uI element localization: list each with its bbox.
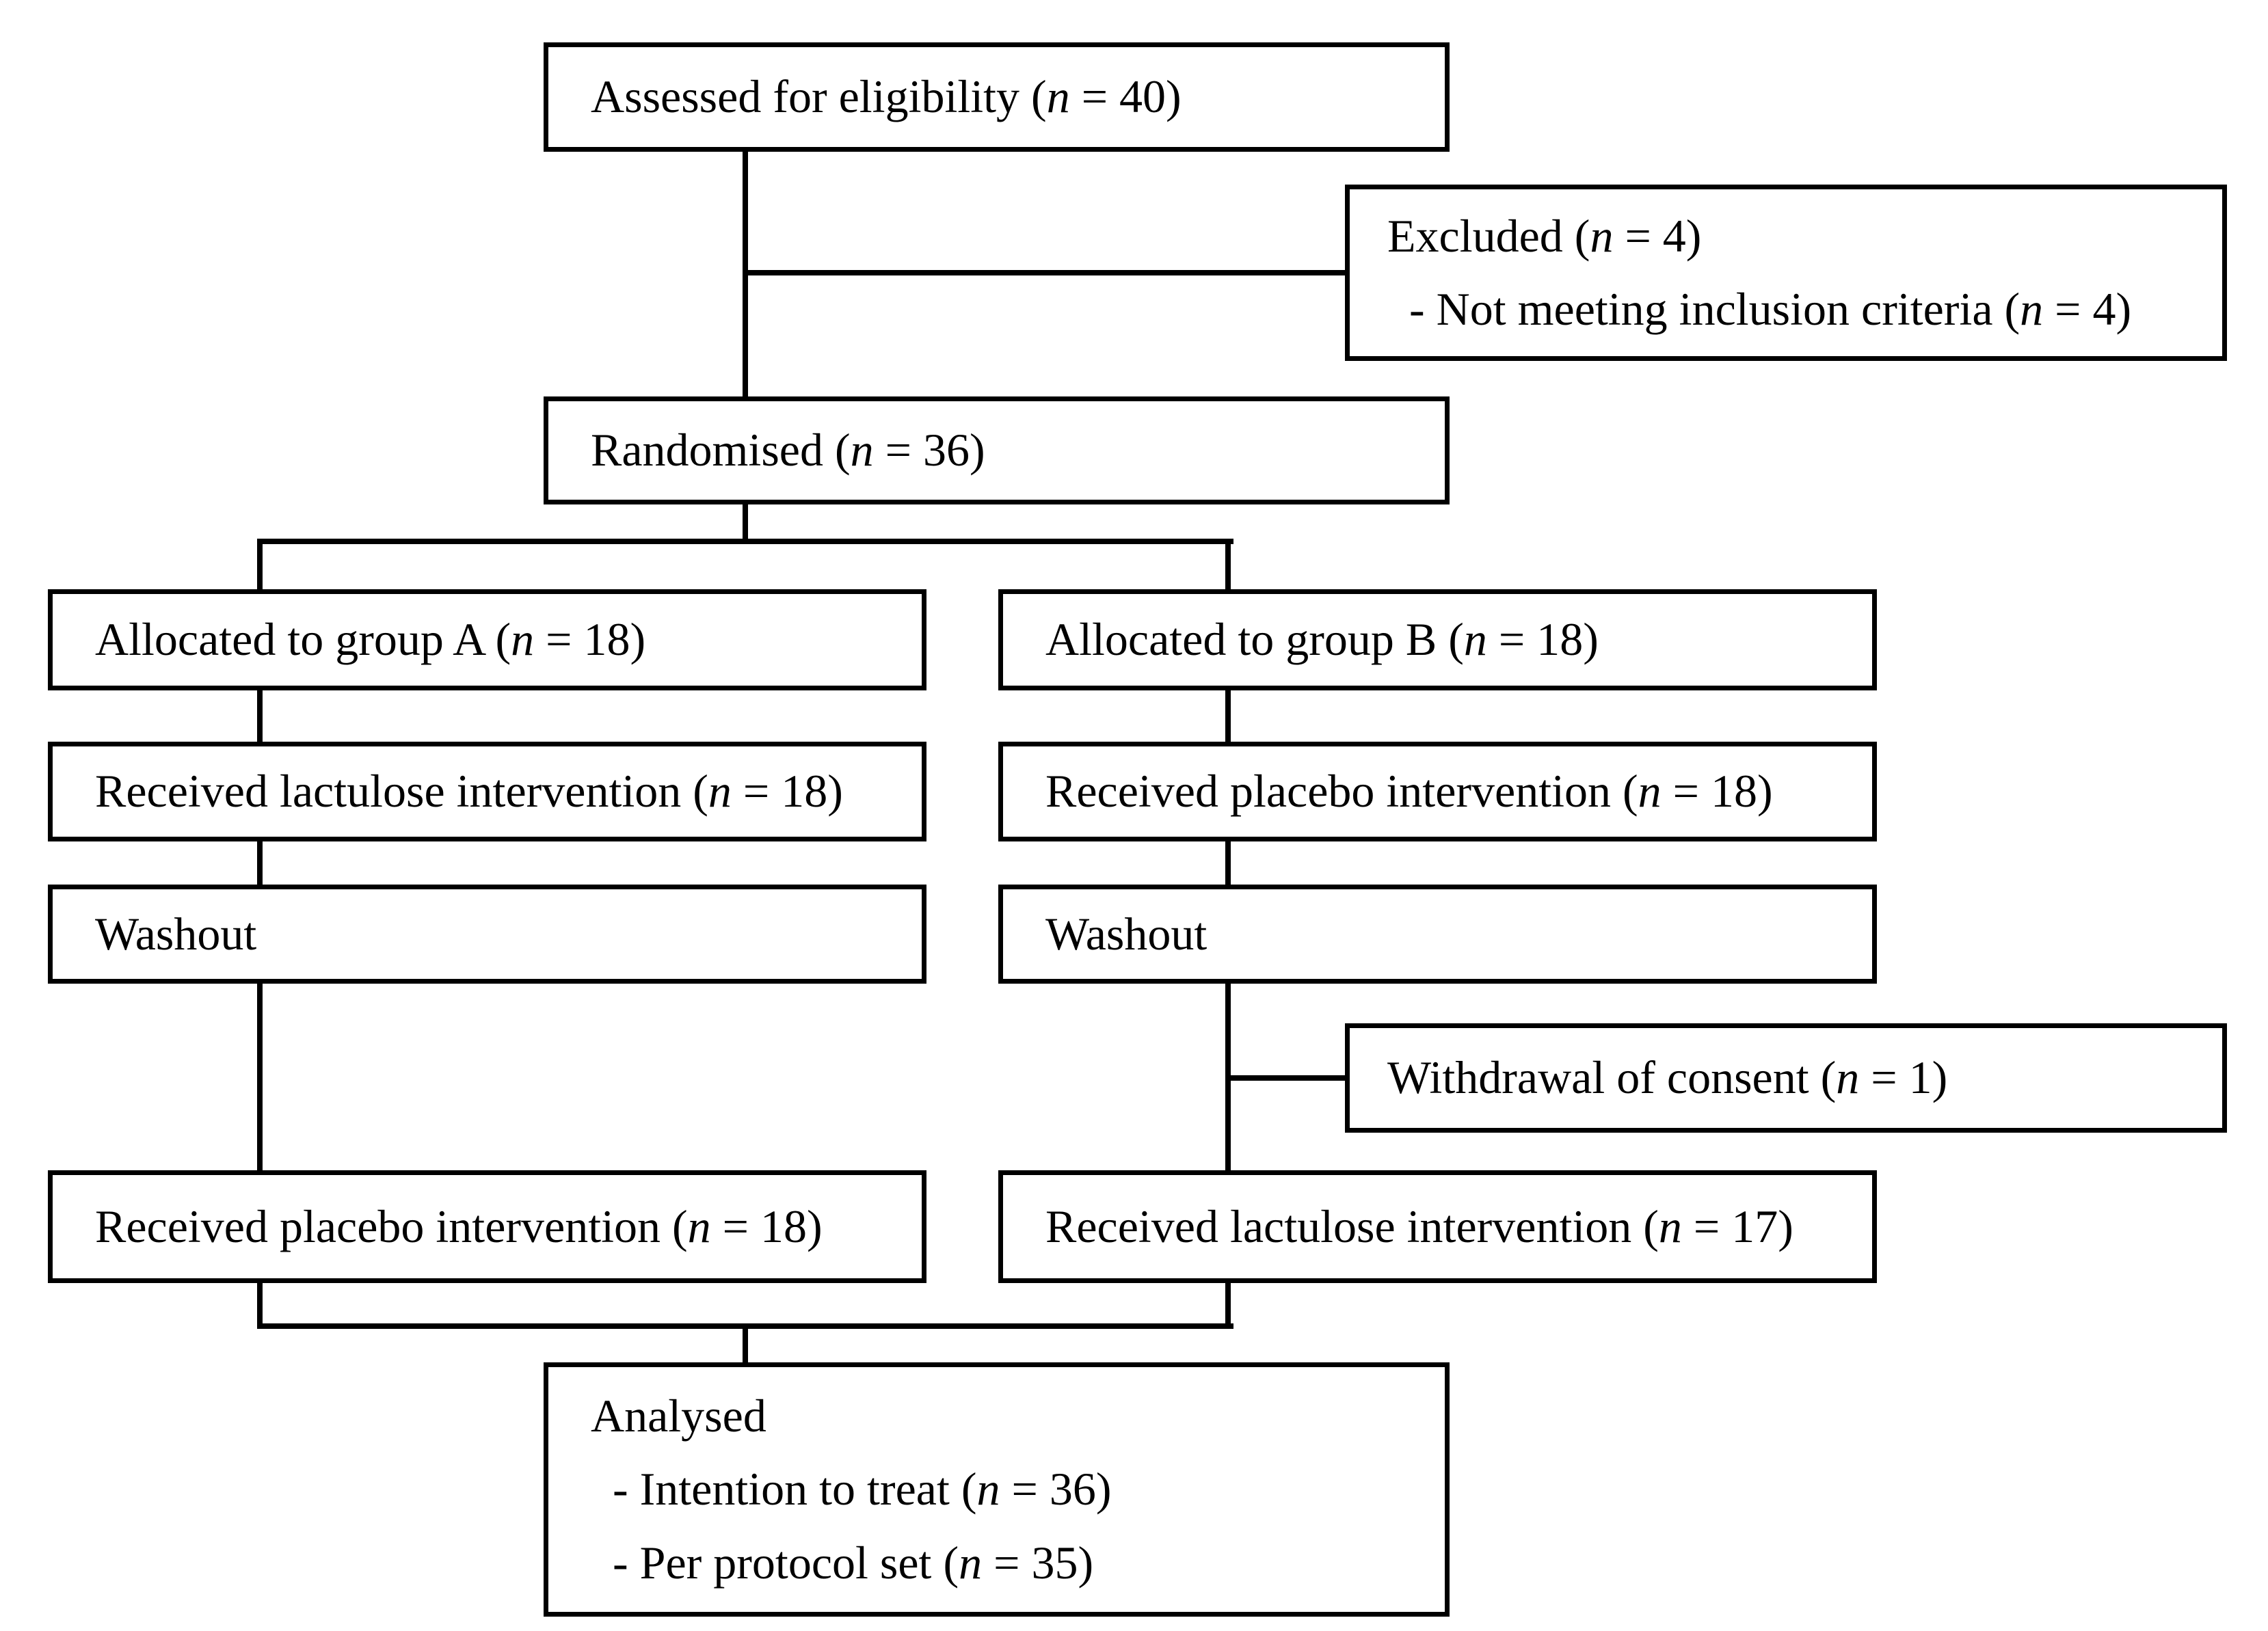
- connector-allocation-branch: [257, 539, 1233, 544]
- washout-b-label: Washout: [1045, 907, 1208, 960]
- connector-branch-to-group-b: [1225, 540, 1231, 592]
- connector-group-b-to-merge: [1225, 1280, 1231, 1329]
- connector-branch-to-group-a: [257, 540, 263, 592]
- received-placebo-a-label: Received placebo intervention (n = 18): [95, 1200, 823, 1252]
- box-excluded: Excluded (n = 4) - Not meeting inclusion…: [1345, 185, 2227, 361]
- washout-a-label: Washout: [95, 907, 257, 960]
- box-received-lactulose-group-a: Received lactulose intervention (n = 18): [48, 742, 926, 841]
- box-randomised: Randomised (n = 36): [544, 396, 1450, 504]
- box-assessed-for-eligibility: Assessed for eligibility (n = 40): [544, 42, 1450, 152]
- withdrawal-label: Withdrawal of consent (n = 1): [1387, 1051, 1948, 1104]
- box-received-placebo-group-a: Received placebo intervention (n = 18): [48, 1170, 926, 1283]
- box-received-lactulose-group-b: Received lactulose intervention (n = 17): [998, 1170, 1877, 1283]
- connector-randomised-to-branch: [743, 502, 748, 543]
- box-allocated-group-b: Allocated to group B (n = 18): [998, 589, 1877, 690]
- received-lactulose-b-label: Received lactulose intervention (n = 17): [1045, 1200, 1793, 1252]
- analysed-pps: - Per protocol set (n = 35): [613, 1536, 1094, 1589]
- connector-washout-a-to-crossover: [257, 981, 263, 1173]
- excluded-label: Excluded (n = 4): [1387, 209, 1702, 262]
- connector-to-excluded: [745, 270, 1347, 275]
- box-washout-group-a: Washout: [48, 885, 926, 984]
- connector-received-a-to-washout: [257, 839, 263, 887]
- analysed-label: Analysed: [591, 1389, 766, 1442]
- box-allocated-group-a: Allocated to group A (n = 18): [48, 589, 926, 690]
- box-received-placebo-group-b: Received placebo intervention (n = 18): [998, 742, 1877, 841]
- connector-allocated-a-to-received: [257, 688, 263, 744]
- excluded-reason: - Not meeting inclusion criteria (n = 4): [1409, 283, 2132, 335]
- connector-allocated-b-to-received: [1225, 688, 1231, 744]
- allocated-b-label: Allocated to group B (n = 18): [1045, 613, 1599, 666]
- box-analysed: Analysed - Intention to treat (n = 36) -…: [544, 1362, 1450, 1617]
- received-placebo-b-label: Received placebo intervention (n = 18): [1045, 765, 1773, 818]
- box-washout-group-b: Washout: [998, 885, 1877, 984]
- box-withdrawal-of-consent: Withdrawal of consent (n = 1): [1345, 1023, 2227, 1133]
- connector-to-withdrawal: [1228, 1075, 1348, 1081]
- connector-group-a-to-merge: [257, 1280, 263, 1329]
- analysed-itt: - Intention to treat (n = 36): [613, 1463, 1112, 1515]
- assessed-label: Assessed for eligibility (n = 40): [591, 70, 1182, 123]
- connector-received-b-to-washout: [1225, 839, 1231, 887]
- allocated-a-label: Allocated to group A (n = 18): [95, 613, 646, 666]
- received-lactulose-a-label: Received lactulose intervention (n = 18): [95, 765, 843, 818]
- randomised-label: Randomised (n = 36): [591, 424, 985, 476]
- connector-merge-to-analysed: [743, 1326, 748, 1365]
